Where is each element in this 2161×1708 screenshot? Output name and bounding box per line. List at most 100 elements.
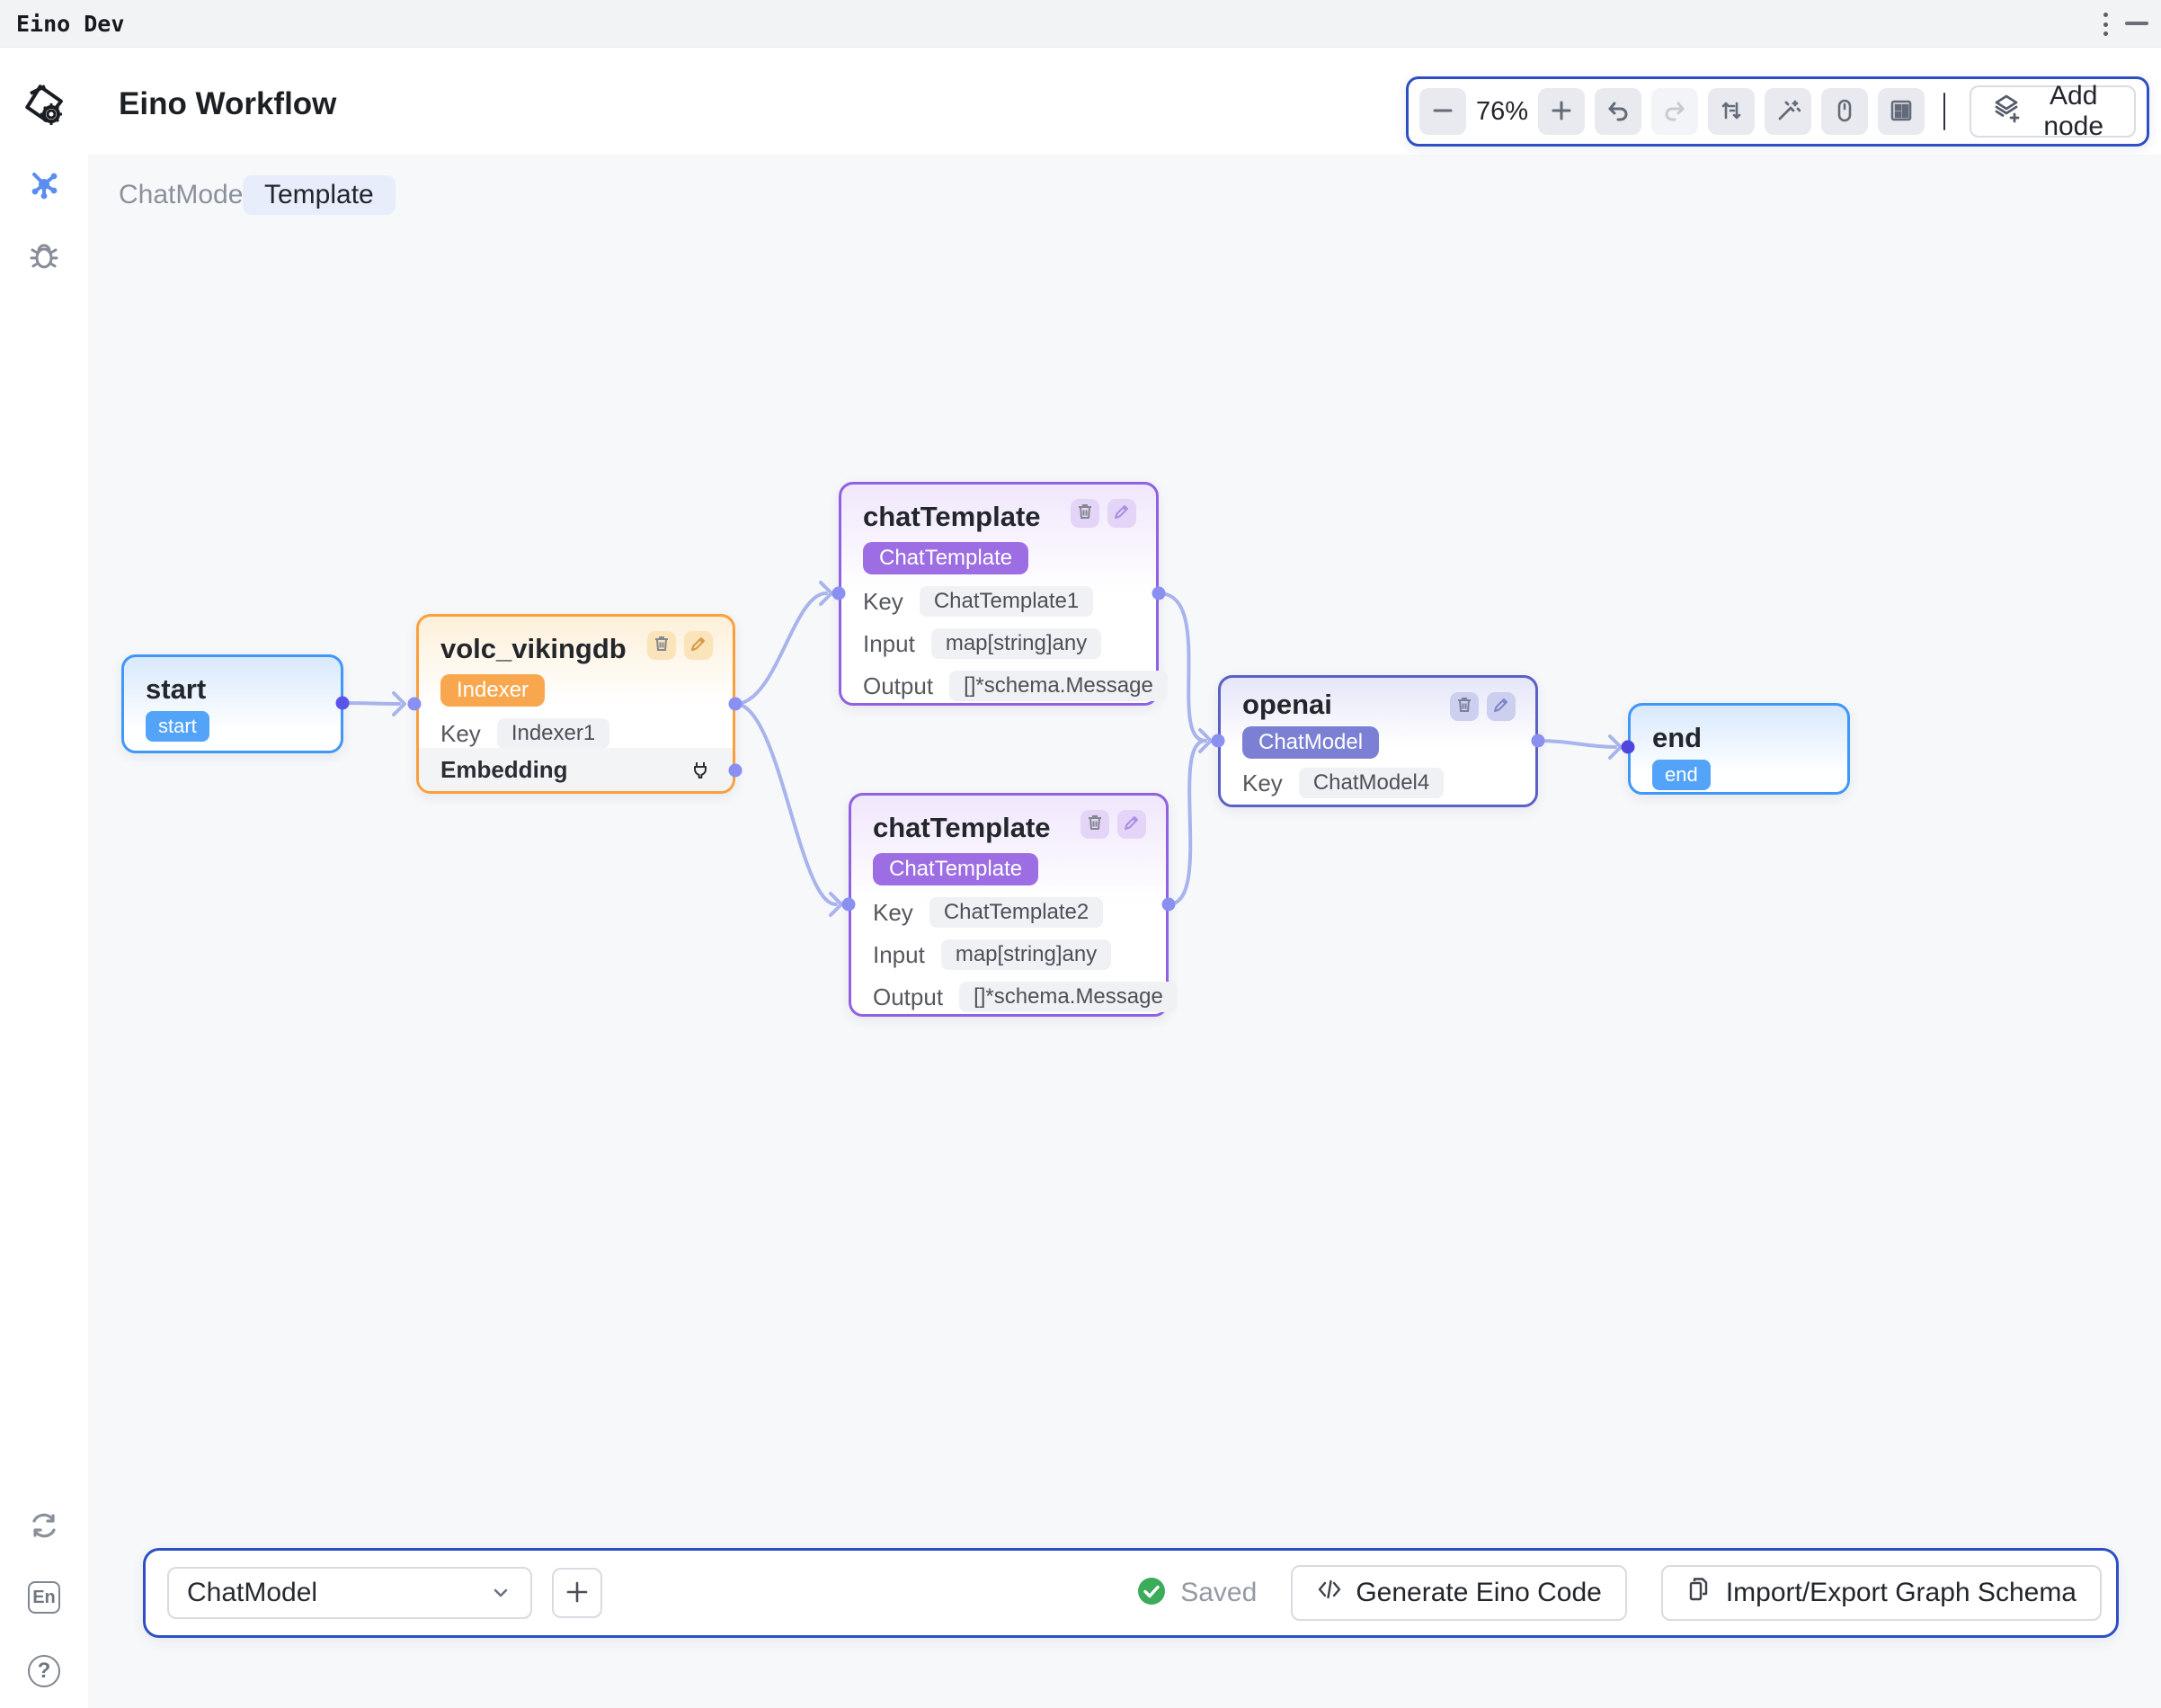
edit-node-button[interactable] — [1117, 810, 1146, 839]
node-title: volc_vikingdb — [440, 633, 627, 664]
output-label: Output — [863, 672, 934, 699]
input-label: Input — [873, 940, 925, 968]
node-start[interactable]: start start — [121, 654, 343, 753]
port-end-in[interactable] — [1621, 740, 1635, 754]
sidebar-item-help[interactable]: ? — [27, 1654, 61, 1688]
port-volc-embedding[interactable] — [728, 763, 743, 778]
sidebar-item-debug[interactable] — [27, 241, 61, 275]
key-label: Key — [440, 719, 481, 747]
import-export-label: Import/Export Graph Schema — [1725, 1578, 2077, 1607]
pencil-icon — [1492, 696, 1510, 718]
tab-chatmodel[interactable]: ChatModel — [119, 180, 250, 209]
language-en-icon: En — [28, 1581, 60, 1614]
sidebar-item-language[interactable]: En — [27, 1580, 61, 1615]
undo-button[interactable] — [1595, 88, 1642, 135]
help-icon: ? — [28, 1655, 60, 1687]
pencil-icon — [689, 635, 707, 657]
app-title: Eino Dev — [16, 11, 125, 37]
trash-icon — [1086, 814, 1104, 836]
add-graph-button[interactable] — [552, 1568, 602, 1618]
port-ct2-out[interactable] — [1161, 897, 1176, 912]
delete-node-button[interactable] — [1080, 810, 1109, 839]
graph-icon — [28, 168, 60, 205]
zoom-in-button[interactable] — [1538, 88, 1586, 135]
input-value-chip: map[string]any — [930, 628, 1102, 659]
mouse-mode-button[interactable] — [1821, 88, 1869, 135]
sidebar-item-sync[interactable] — [27, 1510, 61, 1544]
document-icon — [1686, 1576, 1713, 1610]
tab-template[interactable]: Template — [243, 175, 396, 215]
plus-icon — [565, 1579, 590, 1607]
auto-layout-button[interactable] — [1708, 88, 1756, 135]
saved-status: Saved — [1180, 1578, 1258, 1607]
window-menu-kebab-icon[interactable] — [2094, 9, 2116, 40]
port-ct1-out[interactable] — [1152, 586, 1166, 600]
node-type-badge: end — [1652, 760, 1711, 790]
node-type-badge: ChatTemplate — [873, 853, 1039, 885]
port-openai-in[interactable] — [1211, 734, 1225, 748]
sidebar-item-workflow[interactable] — [27, 169, 61, 203]
edit-node-button[interactable] — [684, 631, 713, 660]
code-icon — [1316, 1576, 1343, 1610]
zoom-out-button[interactable] — [1419, 88, 1466, 135]
node-volc-vikingdb[interactable]: volc_vikingdb Indexer Key Indexer1 Embed… — [416, 614, 735, 794]
window-minimize-icon[interactable] — [2125, 22, 2148, 25]
edit-node-button[interactable] — [1487, 692, 1516, 721]
port-ct1-in[interactable] — [831, 586, 846, 600]
pencil-icon — [1123, 814, 1141, 836]
bottom-bar: ChatModel Saved Generate Eino Code — [143, 1548, 2119, 1638]
node-type-badge: ChatModel — [1242, 726, 1380, 759]
node-type-badge: start — [146, 711, 209, 742]
toolbar-separator — [1943, 93, 1946, 130]
port-volc-out[interactable] — [728, 697, 743, 711]
bug-icon — [28, 240, 60, 277]
key-value-chip: ChatModel4 — [1298, 768, 1445, 798]
node-openai[interactable]: openai ChatModel Key ChatModel4 — [1218, 675, 1538, 807]
undo-icon — [1605, 98, 1631, 126]
delete-node-button[interactable] — [647, 631, 676, 660]
import-export-button[interactable]: Import/Export Graph Schema — [1660, 1565, 2102, 1621]
minimap-icon — [1889, 98, 1914, 126]
minus-icon — [1431, 99, 1454, 125]
add-node-button[interactable]: Add node — [1970, 81, 2136, 141]
sync-icon — [28, 1509, 60, 1546]
minimap-button[interactable] — [1878, 88, 1925, 135]
delete-node-button[interactable] — [1450, 692, 1479, 721]
canvas-toolbar: 76% Add node — [1406, 76, 2149, 147]
input-value-chip: map[string]any — [940, 939, 1112, 970]
node-title: chatTemplate — [873, 812, 1051, 843]
graph-select[interactable]: ChatModel — [167, 1567, 532, 1619]
port-openai-out[interactable] — [1531, 734, 1545, 748]
generate-code-label: Generate Eino Code — [1356, 1578, 1602, 1607]
output-label: Output — [873, 983, 944, 1010]
zoom-level: 76% — [1476, 96, 1529, 126]
port-ct2-in[interactable] — [841, 897, 856, 912]
trash-icon — [653, 635, 671, 657]
add-node-label: Add node — [2043, 81, 2104, 141]
delete-node-button[interactable] — [1071, 499, 1099, 528]
saved-check-icon — [1137, 1577, 1166, 1610]
sidebar — [0, 48, 88, 1708]
redo-button[interactable] — [1651, 88, 1699, 135]
node-chattemplate-2[interactable]: chatTemplate ChatTemplate Key ChatTempla… — [849, 793, 1178, 1017]
page-title: Eino Workflow — [119, 86, 337, 121]
plug-icon — [689, 759, 711, 780]
embedding-label: Embedding — [440, 755, 568, 783]
port-volc-in[interactable] — [407, 697, 422, 711]
node-title: chatTemplate — [863, 501, 1041, 532]
trash-icon — [1076, 503, 1094, 525]
port-start-out[interactable] — [335, 696, 350, 710]
generate-code-button[interactable]: Generate Eino Code — [1291, 1565, 1627, 1621]
magic-wand-button[interactable] — [1765, 88, 1812, 135]
key-value-chip: ChatTemplate2 — [929, 897, 1104, 928]
embedding-section[interactable]: Embedding — [419, 748, 733, 791]
pencil-icon — [1113, 503, 1131, 525]
mouse-icon — [1832, 98, 1857, 126]
edit-node-button[interactable] — [1107, 499, 1136, 528]
output-value-chip: []*schema.Message — [949, 671, 1168, 701]
node-end[interactable]: end end — [1628, 703, 1850, 795]
auto-layout-icon — [1719, 98, 1744, 126]
node-chattemplate-1[interactable]: chatTemplate ChatTemplate Key ChatTempla… — [839, 482, 1168, 706]
output-value-chip: []*schema.Message — [959, 982, 1178, 1012]
trash-icon — [1455, 696, 1473, 718]
